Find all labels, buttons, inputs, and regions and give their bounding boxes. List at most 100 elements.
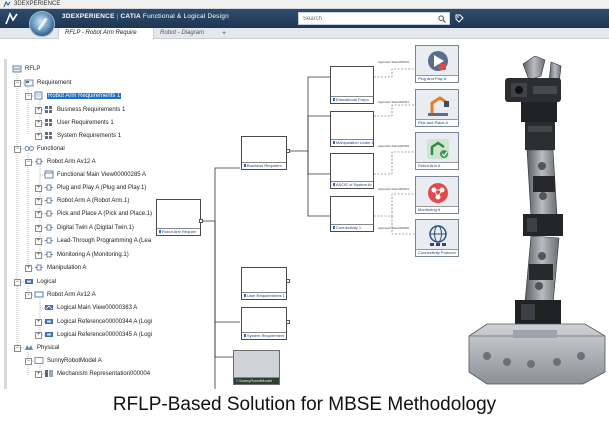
tree-item-monitoring[interactable]: Monitoring A (Monitoring.1) [44,249,129,261]
link-label: Approach Refer000016 [378,60,410,64]
tree-expand-toggle[interactable]: + [35,198,42,205]
tree-expand-toggle[interactable]: + [35,319,42,326]
function-box-connectivity[interactable]: Connectivity Protocol [415,219,459,257]
requirement-box-manipulation[interactable]: Manipulation Under A [330,111,374,147]
tree-item-logical[interactable]: Logical [24,276,56,288]
tree-expand-toggle[interactable]: + [25,265,32,272]
add-tab-button[interactable]: + [222,30,227,37]
tree-expand-toggle[interactable]: − [25,93,32,100]
rflp-diagram: Robot Arm Require Business Requirem User… [0,39,609,389]
function-icon [35,264,43,270]
tree-item-logical-main-view[interactable]: Logical Main View00000383 A [44,302,137,314]
tree-expand-toggle[interactable]: + [35,332,42,339]
function-box-plug-play[interactable]: Plug and Play A [415,45,459,83]
function-box-monitoring[interactable]: Monitoring A [415,176,459,214]
brand-label: 3DEXPERIENCE [62,13,115,20]
tree-expand-toggle[interactable]: − [25,292,32,299]
tree-expand-toggle[interactable]: − [14,146,21,153]
user-box-label: User Requirements 1 [242,292,286,299]
function-icon [45,237,53,243]
tree-expand-toggle[interactable]: + [35,238,42,245]
caption-band [0,389,609,424]
tag-icon[interactable] [455,14,464,23]
tree-expand-toggle[interactable]: − [25,159,32,166]
tree-item-logical-robot-arm[interactable]: Robot Arm Av12 A [34,289,96,301]
tree-expand-toggle[interactable]: + [35,107,42,114]
connectivity-icon [429,225,447,246]
tree-item-functional-main-view[interactable]: Functional Main View00000285 A [44,169,146,181]
requirement-box-label: Educational Purpo [331,96,373,103]
function-box-robot-arm[interactable]: Robot Arm A [415,132,459,170]
search-input[interactable] [298,12,450,25]
tree-item-system-requirements[interactable]: System Requirements 1 [44,130,121,142]
tree-expand-toggle[interactable]: − [25,358,32,365]
tree-item-functional[interactable]: Functional [24,143,65,155]
tree-item-physical[interactable]: Physical [24,342,59,354]
function-icon [45,197,53,203]
tree-item-logical-reference-344[interactable]: Logical Reference00000344 A (Logi [44,316,152,328]
tree-expand-toggle[interactable]: + [35,133,42,140]
requirement-box-educational[interactable]: Educational Purpo [330,66,374,104]
system-port[interactable] [286,320,290,324]
physical-box-label: SunnyRobotModel [234,377,279,384]
3ds-logo-icon[interactable] [4,11,20,27]
tree-item-requirement[interactable]: Requirement [24,77,71,89]
tree-item-pick-and-place[interactable]: Pick and Place A (Pick and Place.1) [44,208,152,220]
function-icon [45,224,53,230]
tree-item-sunny-robot-model[interactable]: SunnyRobotModel A [34,355,102,367]
business-requirements-box[interactable]: Business Requirem [241,136,287,170]
tree-item-logical-reference-345[interactable]: Logical Reference00000345 A (Logi [44,329,152,341]
physical-model-box[interactable]: SunnyRobotModel [233,350,280,385]
system-requirements-box[interactable]: System Requirement [241,307,287,340]
view-icon [44,170,54,178]
tree-expand-toggle[interactable]: + [35,371,42,378]
app-title: 3DEXPERIENCE|CATIA Functional & Logical … [62,13,229,20]
tree-scrollbar[interactable] [4,59,7,389]
robot-arm-icon [427,139,449,159]
function-icon [45,184,53,190]
logical-view-icon [45,304,53,310]
compass-icon[interactable] [29,11,55,37]
link-label: Approach Refer000036 [378,226,410,230]
tree-item-functional-robot-arm[interactable]: Robot Arm Av12 A [34,156,96,168]
robot-arm-3d-model[interactable] [465,56,609,386]
tree-root-rflp[interactable]: RFLP [12,63,40,75]
tree-expand-toggle[interactable]: + [35,120,42,127]
tree-item-user-requirements[interactable]: User Requirements 1 [44,117,114,129]
tree-expand-toggle[interactable]: + [35,185,42,192]
function-box-pick-place[interactable]: Pick and Place A [415,89,459,127]
tree-item-manipulation[interactable]: Manipulation A [34,262,86,274]
tree-expand-toggle[interactable]: + [35,252,42,259]
tab-bar: RFLP - Robot Arm Require Robot - Diagram… [0,28,609,39]
tab-rflp-robot-arm[interactable]: RFLP - Robot Arm Require [58,28,154,39]
tree-item-robot-arm[interactable]: Robot Arm A (Robot Arm.1) [44,195,129,207]
function-icon [45,251,53,257]
requirement-grid-icon [45,131,52,139]
tree-item-mechanism-representation[interactable]: Mechanism Representation000004 [44,368,150,380]
requirement-box-label: Manipulation Under A [331,139,373,146]
user-requirements-box[interactable]: User Requirements 1 [241,267,287,300]
tree-item-digital-twin[interactable]: Digital Twin A (Digital Twin.1) [44,222,134,234]
functional-icon [24,145,34,151]
requirement-box-connectivity[interactable]: Connectivity 1 [330,196,374,232]
tree-item-business-requirements[interactable]: Business Requirements 1 [44,104,125,116]
tree-expand-toggle[interactable]: − [14,80,21,87]
product-icon [34,356,44,364]
plug-play-icon [428,51,448,71]
diagram-root-box[interactable]: Robot Arm Require [156,199,201,236]
requirement-box-label: Connectivity 1 [331,224,373,231]
tree-expand-toggle[interactable]: + [35,211,42,218]
tree-item-plug-and-play[interactable]: Plug and Play A (Plug and Play.1) [44,182,146,194]
tree-item-lead-through-programming[interactable]: Lead-Through Programming A (Lea [44,235,151,247]
tree-item-robot-arm-requirements[interactable]: Robot Arm Requirements 1 [34,90,122,102]
link-label: Approach Refer000021 [378,100,410,104]
requirement-box-system[interactable]: ASCIE of System Ar [330,153,374,189]
user-port[interactable] [286,279,290,283]
root-port[interactable] [199,219,203,223]
tab-robot-diagram[interactable]: Robot - Diagram [160,30,205,36]
tree-expand-toggle[interactable]: − [14,345,21,352]
tree-expand-toggle[interactable]: − [14,279,21,286]
business-port[interactable] [286,149,290,153]
search-icon[interactable] [438,15,446,23]
tree-expand-toggle[interactable]: + [35,225,42,232]
